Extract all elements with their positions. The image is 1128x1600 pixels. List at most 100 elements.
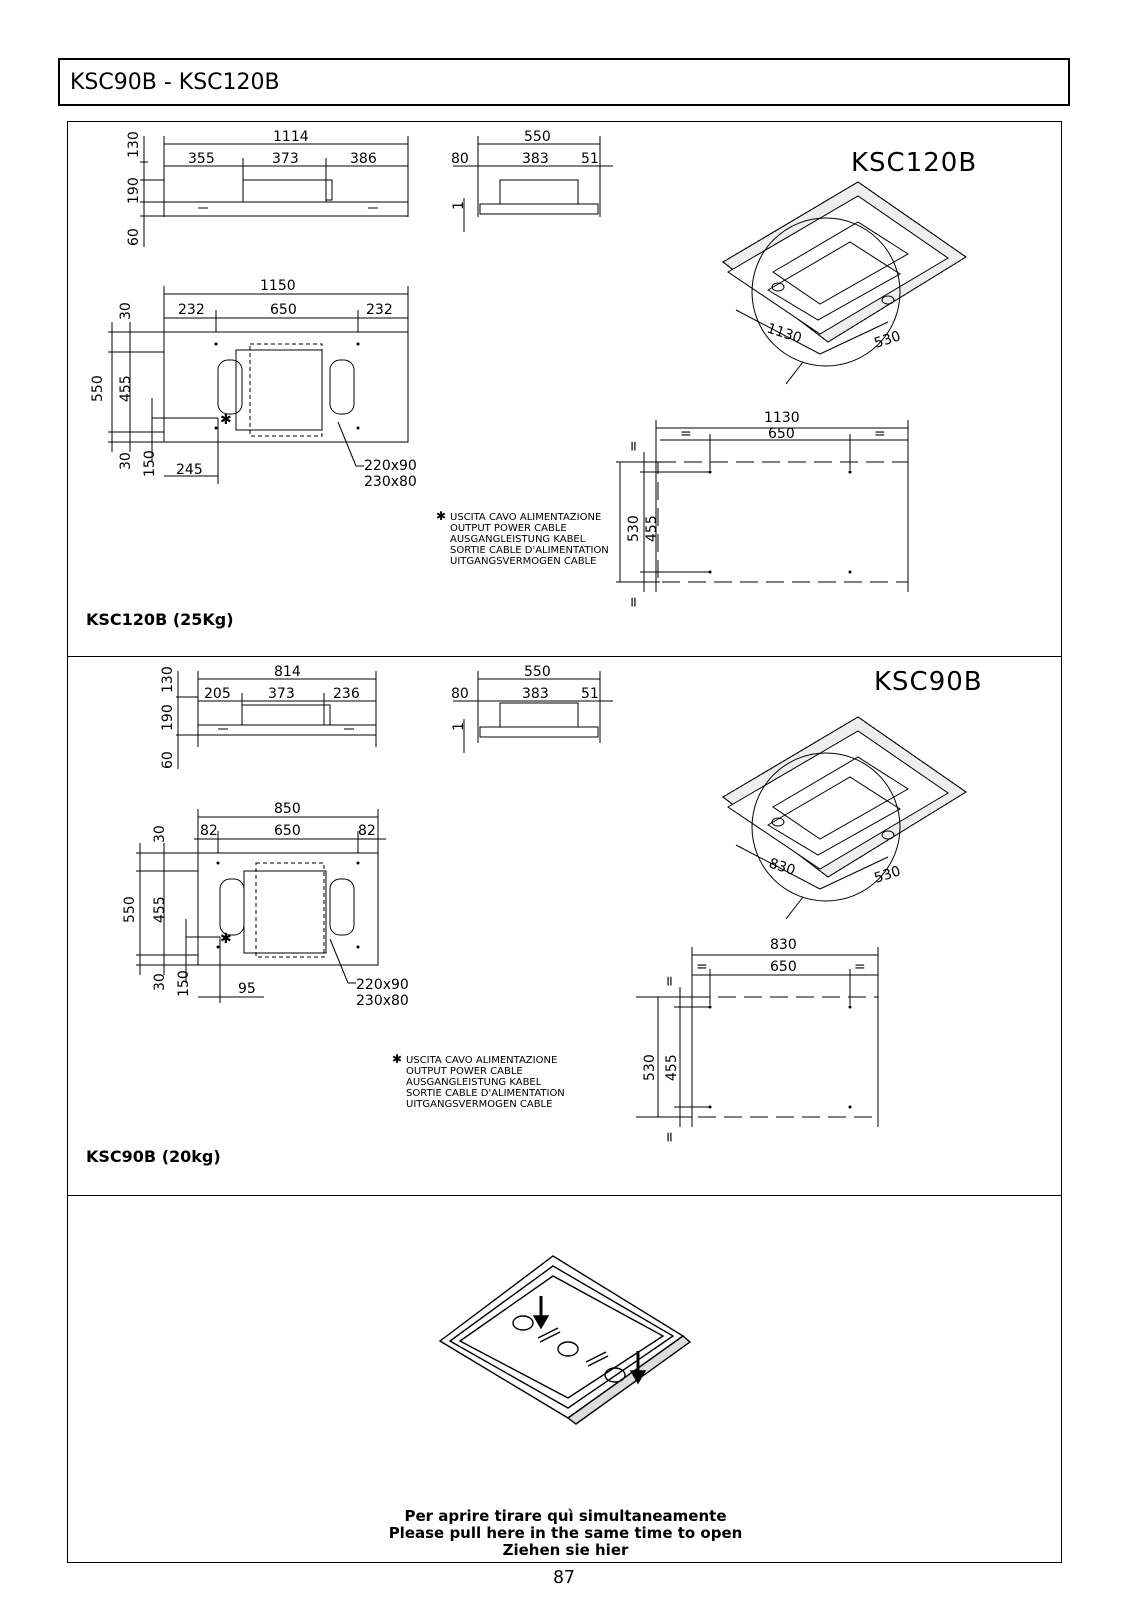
dim-label: 830	[767, 856, 797, 879]
dim-label: 190	[160, 704, 176, 731]
cable-marker: ✱	[220, 931, 232, 947]
dim-label: 650	[270, 302, 297, 318]
dim-label: =	[626, 440, 642, 452]
cable-marker: ✱	[436, 509, 446, 523]
dim-label: 220x90	[364, 458, 417, 474]
dim-label: 60	[160, 751, 176, 769]
dim-label: =	[680, 426, 692, 442]
glass-panel-illustration	[438, 1255, 692, 1425]
plan-view	[136, 809, 386, 1003]
dim-label: 60	[126, 228, 142, 246]
dim-label: 30	[152, 973, 168, 991]
header-box: KSC90B - KSC120B	[58, 58, 1070, 106]
technical-drawing-ksc120b: 1114 355 373 386 130 190 60 550 80 383 5…	[90, 129, 967, 608]
dim-label: 650	[768, 426, 795, 442]
dim-label: 236	[333, 686, 360, 702]
dim-label: 373	[268, 686, 295, 702]
page-number: 87	[553, 1567, 575, 1588]
dim-label: 814	[274, 664, 301, 680]
dim-label: =	[662, 975, 678, 987]
instruction-line-2: Please pull here in the same time to ope…	[388, 1524, 743, 1542]
end-elevation	[453, 136, 613, 232]
note-line: UITGANGSVERMOGEN CABLE	[406, 1099, 552, 1110]
panel-ksc90b: KSC90B KSC90B (20kg) 814 205 373 236 130…	[67, 656, 1062, 1196]
dim-label: 386	[350, 151, 377, 167]
isometric-view	[722, 716, 967, 920]
dim-label: 232	[366, 302, 393, 318]
dim-label: 245	[176, 462, 203, 478]
instruction-line-3: Ziehen sie hier	[502, 1541, 629, 1559]
note-line: AUSGANGLEISTUNG KABEL	[406, 1077, 542, 1088]
dim-label: 230x80	[356, 993, 409, 1009]
dim-label: =	[696, 959, 708, 975]
dim-label: 1	[451, 722, 467, 731]
dim-label: 82	[200, 823, 218, 839]
weight-label: KSC120B (25Kg)	[86, 610, 234, 629]
dim-label: 530	[872, 863, 902, 886]
dim-label: 383	[522, 686, 549, 702]
dim-label: 51	[581, 151, 599, 167]
model-label: KSC120B	[851, 148, 978, 178]
dim-label: 650	[770, 959, 797, 975]
dim-label: 373	[272, 151, 299, 167]
dim-label: 1130	[765, 321, 804, 347]
dim-label: 95	[238, 981, 256, 997]
note-line: SORTIE CABLE D'ALIMENTATION	[406, 1088, 565, 1099]
note-line: UITGANGSVERMOGEN CABLE	[450, 556, 596, 567]
cutout-plan	[636, 947, 879, 1127]
dim-label: 550	[122, 896, 138, 923]
dim-label: 455	[664, 1054, 680, 1081]
page-title: KSC90B - KSC120B	[70, 70, 280, 95]
dim-label: 30	[152, 825, 168, 843]
dim-label: 850	[274, 801, 301, 817]
cable-marker: ✱	[220, 412, 232, 428]
dim-label: 82	[358, 823, 376, 839]
dim-label: 650	[274, 823, 301, 839]
cable-marker: ✱	[392, 1052, 402, 1066]
cable-note: ✱ USCITA CAVO ALIMENTAZIONE OUTPUT POWER…	[436, 509, 609, 567]
dim-label: 220x90	[356, 977, 409, 993]
dim-label: 1	[451, 201, 467, 210]
dim-label: =	[662, 1131, 678, 1143]
dim-label: 455	[152, 896, 168, 923]
dim-label: 383	[522, 151, 549, 167]
dim-label: 355	[188, 151, 215, 167]
weight-label: KSC90B (20kg)	[86, 1147, 221, 1166]
note-line: OUTPUT POWER CABLE	[450, 523, 567, 534]
dim-label: 1150	[260, 278, 296, 294]
note-line: SORTIE CABLE D'ALIMENTATION	[450, 545, 609, 556]
instruction-line-1: Per aprire tirare quì simultaneamente	[404, 1507, 727, 1525]
model-label: KSC90B	[874, 667, 983, 697]
dim-label: =	[874, 426, 886, 442]
side-elevation	[176, 671, 377, 769]
dim-label: 455	[644, 515, 660, 542]
dim-label: 130	[126, 131, 142, 158]
dim-label: =	[854, 959, 866, 975]
dim-label: 30	[118, 452, 134, 470]
dim-label: 1130	[764, 410, 800, 426]
note-line: USCITA CAVO ALIMENTAZIONE	[450, 512, 601, 523]
dim-label: 530	[872, 328, 902, 351]
dim-label: 230x80	[364, 474, 417, 490]
dim-label: 1114	[273, 129, 309, 145]
note-line: OUTPUT POWER CABLE	[406, 1066, 523, 1077]
dim-label: 550	[90, 375, 106, 402]
dim-label: 150	[142, 450, 158, 477]
note-line: USCITA CAVO ALIMENTAZIONE	[406, 1055, 557, 1066]
dim-label: 51	[581, 686, 599, 702]
panel-opening-instructions: Per aprire tirare quì simultaneamente Pl…	[67, 1195, 1062, 1563]
cable-note: ✱ USCITA CAVO ALIMENTAZIONE OUTPUT POWER…	[392, 1052, 565, 1110]
dim-label: 232	[178, 302, 205, 318]
dim-label: 455	[118, 375, 134, 402]
note-line: AUSGANGLEISTUNG KABEL	[450, 534, 586, 545]
dim-label: 205	[204, 686, 231, 702]
dim-label: 530	[626, 515, 642, 542]
dim-label: 530	[642, 1054, 658, 1081]
dim-label: 130	[160, 666, 176, 693]
technical-drawing-ksc90b: 814 205 373 236 130 190 60 550 80 383 51…	[122, 664, 967, 1143]
dim-label: =	[626, 596, 642, 608]
dim-label: 150	[176, 970, 192, 997]
dim-label: 80	[451, 151, 469, 167]
plan-view	[108, 286, 409, 484]
dim-label: 830	[770, 937, 797, 953]
